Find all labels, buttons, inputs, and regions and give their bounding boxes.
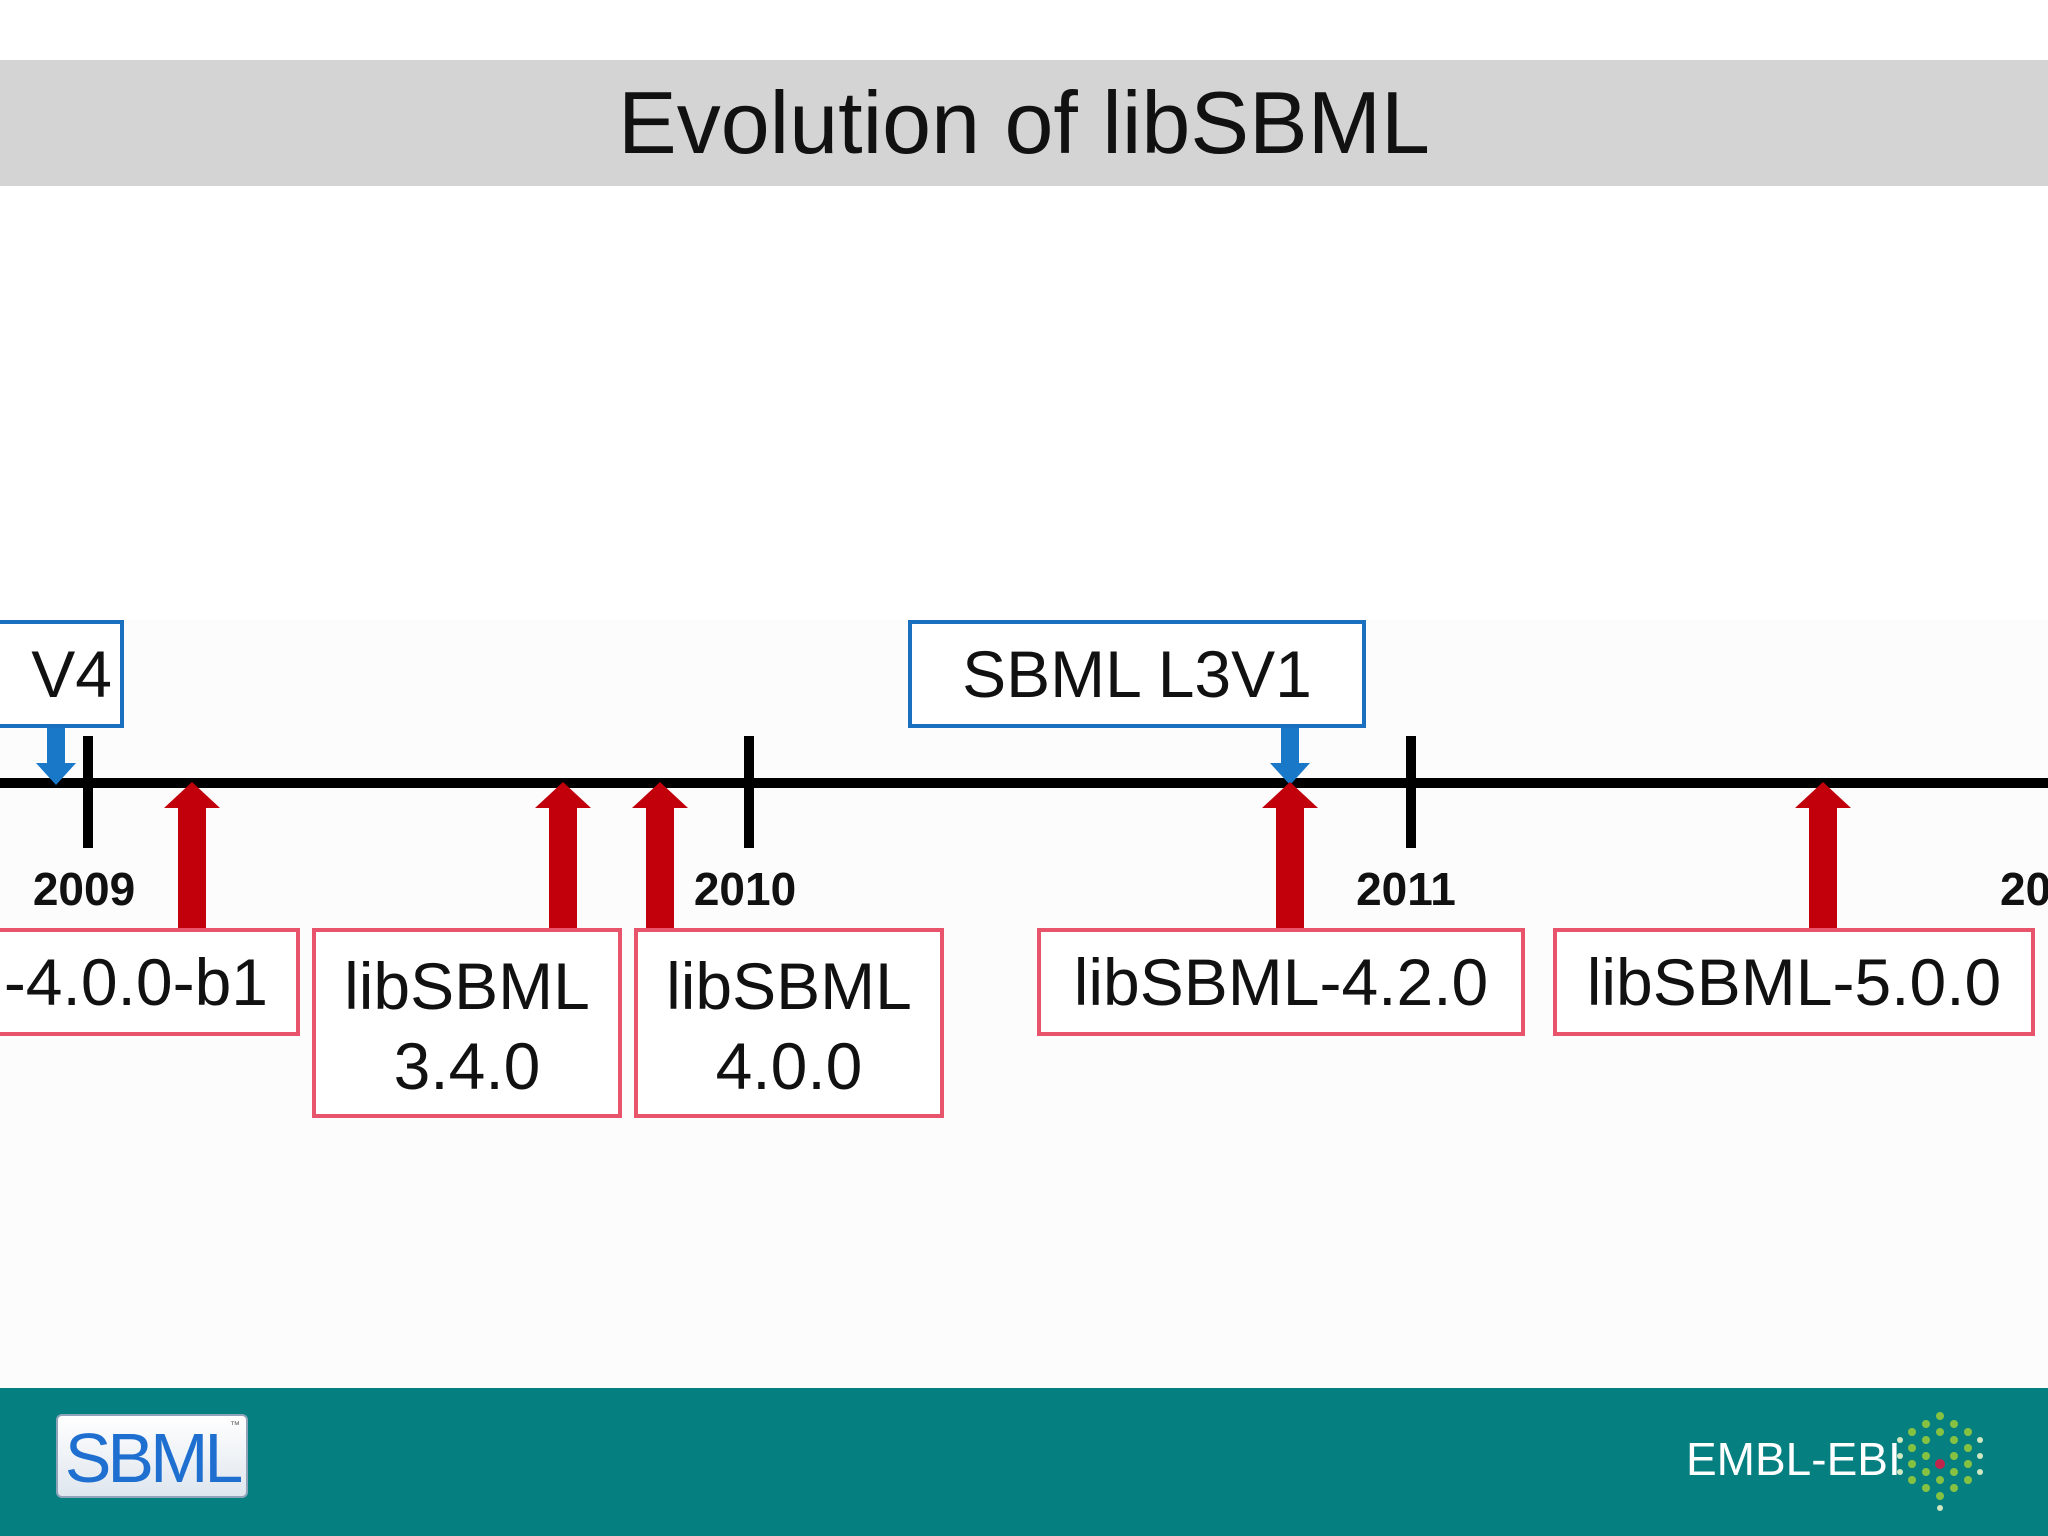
library-arrow-4-0-0-b1 — [164, 782, 220, 928]
trademark-mark: ™ — [230, 1420, 240, 1431]
library-box-label: libSBML-4.2.0 — [1073, 945, 1489, 1019]
embl-ebi-logo-icon — [1897, 1412, 1983, 1511]
sbml-logo: SBML ™ — [56, 1414, 248, 1498]
library-box-label: libSBML — [344, 949, 590, 1023]
library-arrow-4-2-0 — [1262, 782, 1318, 928]
spec-box-l2v4: V4 — [0, 620, 124, 728]
sbml-logo-text: SBML — [64, 1419, 244, 1497]
library-box-4-0-0: libSBML 4.0.0 — [634, 928, 944, 1118]
year-label-2011: 2011 — [1356, 863, 1456, 915]
year-label-2010: 2010 — [693, 863, 797, 915]
slide-title: Evolution of libSBML — [618, 73, 1430, 172]
footer: SBML ™ EMBL-EBI — [0, 1388, 2048, 1536]
library-box-4-0-0-b1: -4.0.0-b1 — [0, 928, 300, 1036]
library-box-version: 4.0.0 — [715, 1029, 863, 1103]
spec-arrow-l2v4 — [36, 718, 76, 785]
library-box-label: -4.0.0-b1 — [3, 945, 268, 1019]
embl-ebi-logo-text: EMBL-EBI — [1686, 1433, 1901, 1485]
library-box-5-0-0: libSBML-5.0.0 — [1553, 928, 2035, 1036]
year-label-2009: 2009 — [32, 863, 136, 915]
spec-box-label: SBML L3V1 — [962, 637, 1312, 711]
library-box-version: 3.4.0 — [393, 1029, 541, 1103]
library-box-4-2-0: libSBML-4.2.0 — [1037, 928, 1525, 1036]
spec-box-l3v1: SBML L3V1 — [908, 620, 1366, 728]
library-arrow-5-0-0 — [1795, 782, 1851, 928]
library-box-label: libSBML — [666, 949, 912, 1023]
library-arrow-4-0-0 — [632, 782, 688, 928]
title-bar: Evolution of libSBML — [0, 60, 2048, 186]
library-box-label: libSBML-5.0.0 — [1586, 945, 2002, 1019]
year-label-2012: 20 — [2000, 863, 2048, 915]
library-arrow-3-4-0 — [535, 782, 591, 928]
library-box-3-4-0: libSBML 3.4.0 — [312, 928, 622, 1118]
spec-arrow-l3v1 — [1270, 718, 1310, 785]
spec-box-label: V4 — [31, 637, 112, 711]
